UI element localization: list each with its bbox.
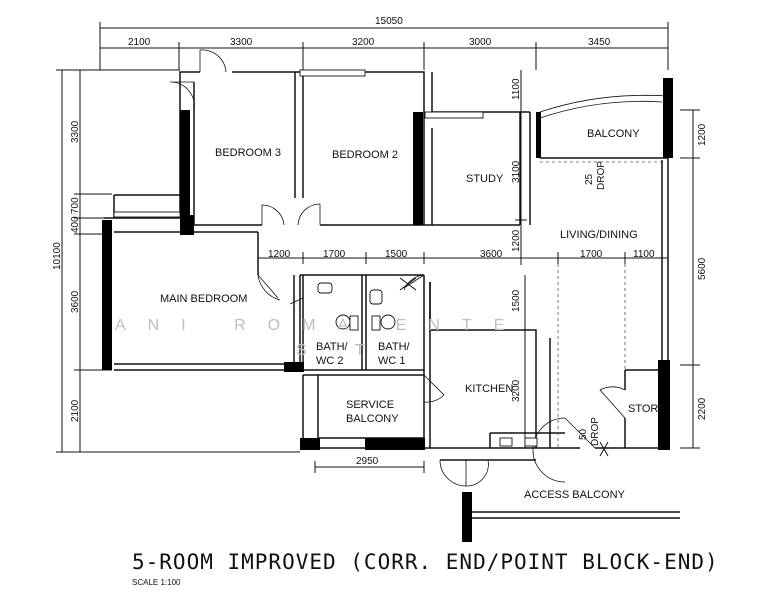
- label-balcony-drop: DROP: [596, 161, 607, 190]
- label-bedroom-2: BEDROOM 2: [332, 149, 398, 161]
- label-service-balcony-line2: BALCONY: [346, 413, 399, 425]
- label-access-balcony: ACCESS BALCONY: [524, 489, 626, 501]
- dim-top-5: 3450: [588, 37, 611, 48]
- right-dimensions: [680, 109, 700, 449]
- dim-left-3: 400: [70, 216, 81, 233]
- label-access-drop: DROP: [590, 417, 601, 446]
- dim-left-total: 10100: [52, 242, 63, 270]
- label-main-bedroom: MAIN BEDROOM: [160, 293, 247, 305]
- dim-left-2: 700: [70, 197, 81, 214]
- dim-top-2: 3300: [230, 37, 253, 48]
- dim-left-4: 3600: [70, 290, 81, 313]
- plan-scale: SCALE 1:100: [132, 578, 181, 587]
- dim-row-3: 1500: [385, 249, 408, 260]
- dim-kitchen-2: 3200: [511, 379, 522, 402]
- left-dimensions: [56, 69, 300, 453]
- doors: [169, 49, 626, 487]
- label-study: STUDY: [466, 173, 504, 185]
- label-living-dining: LIVING/DINING: [560, 229, 638, 241]
- dim-row-6: 1100: [633, 249, 655, 260]
- dim-inner-2: 3100: [511, 160, 522, 183]
- dim-top-1: 2100: [128, 37, 151, 48]
- dim-service: 2950: [356, 456, 379, 467]
- dim-row-1: 1200: [268, 249, 291, 260]
- dim-left-1: 3300: [70, 120, 81, 143]
- label-store: STORE: [628, 403, 666, 415]
- dim-right-3: 2200: [697, 397, 708, 420]
- label-kitchen: KITCHEN: [465, 383, 513, 395]
- label-service-balcony-line1: SERVICE: [346, 399, 394, 411]
- dim-row-4: 3600: [480, 249, 503, 260]
- walls-solid: [102, 78, 673, 542]
- label-bath-1-line1: BATH/: [378, 341, 411, 353]
- label-bath-1-line2: WC 1: [378, 355, 406, 367]
- label-balcony-drop-value: 25: [584, 173, 595, 185]
- dim-row-2: 1700: [323, 249, 346, 260]
- windows: [113, 69, 669, 218]
- dim-left-5: 2100: [70, 399, 81, 422]
- fixtures: [317, 277, 609, 457]
- dim-row-5: 1700: [580, 249, 603, 260]
- label-balcony: BALCONY: [587, 128, 640, 140]
- dim-right-2: 5600: [697, 257, 708, 280]
- dim-right-1: 1200: [697, 123, 708, 146]
- dim-inner-1: 1100: [511, 78, 522, 100]
- dim-total-width: 15050: [375, 16, 403, 27]
- dim-top-3: 3200: [352, 37, 375, 48]
- plan-title: 5-ROOM IMPROVED (CORR. END/POINT BLOCK-E…: [132, 550, 719, 574]
- dim-top-4: 3000: [469, 37, 492, 48]
- watermark-bottom: S T: [296, 342, 387, 359]
- label-bath-2-line2: WC 2: [316, 355, 344, 367]
- label-access-drop-value: 50: [578, 428, 589, 440]
- label-bedroom-3: BEDROOM 3: [215, 147, 281, 159]
- top-dimensions: [99, 22, 669, 70]
- dim-inner-3: 1200: [511, 229, 522, 252]
- watermark-top: ANI ROMA ENTE: [115, 317, 526, 334]
- label-bath-2-line1: BATH/: [316, 341, 349, 353]
- dim-kitchen-1: 1500: [511, 289, 522, 312]
